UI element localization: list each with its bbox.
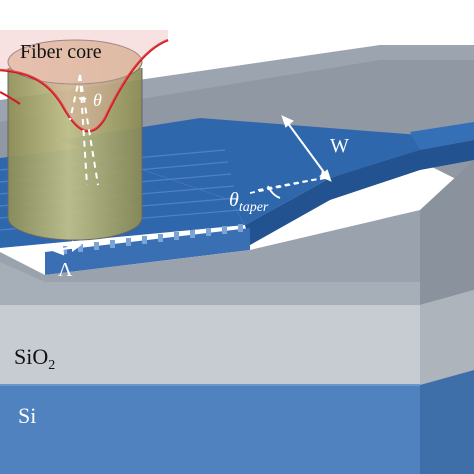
theta-taper-sub: taper — [239, 200, 269, 215]
grating-front-face — [45, 228, 250, 275]
output-waveguide-side — [420, 140, 474, 170]
cladding-back-wall — [0, 45, 474, 122]
cladding-front-face — [0, 210, 420, 305]
output-waveguide-top — [410, 122, 474, 150]
gaussian-mode-tail — [0, 91, 21, 105]
taper-angle-marker — [249, 176, 329, 199]
gaussian-mode-curve — [0, 38, 169, 133]
theta-label: θ — [93, 90, 102, 110]
fiber-outline — [7, 68, 143, 241]
theta-taper-main: θ — [229, 189, 239, 211]
sio2-label: SiO2 — [14, 344, 55, 373]
period-label: Λ — [58, 259, 73, 281]
fiber-core-label: Fiber core — [20, 41, 102, 63]
taper-side-face — [245, 150, 420, 245]
grating-teeth — [62, 224, 243, 254]
sio2-side — [420, 290, 474, 385]
gaussian-pink-fill — [0, 30, 168, 132]
fiber-top-outline — [7, 39, 143, 85]
period-arrow — [52, 240, 83, 256]
waveguide-taper — [60, 118, 425, 225]
sio2-main: SiO — [14, 344, 48, 369]
si-substrate-front — [0, 385, 420, 474]
theta-arc — [78, 97, 87, 101]
taper-arrowhead — [320, 170, 330, 180]
sio2-sub: 2 — [48, 358, 55, 373]
fiber-axis-lines — [69, 74, 99, 186]
sio2-front — [0, 305, 420, 385]
fiber-top-face — [8, 40, 142, 84]
width-label: W — [330, 135, 349, 157]
cladding-front-lower — [0, 262, 420, 305]
theta-taper-label: θtaper — [229, 189, 269, 215]
si-substrate-side — [420, 370, 474, 474]
si-label: Si — [18, 403, 36, 428]
